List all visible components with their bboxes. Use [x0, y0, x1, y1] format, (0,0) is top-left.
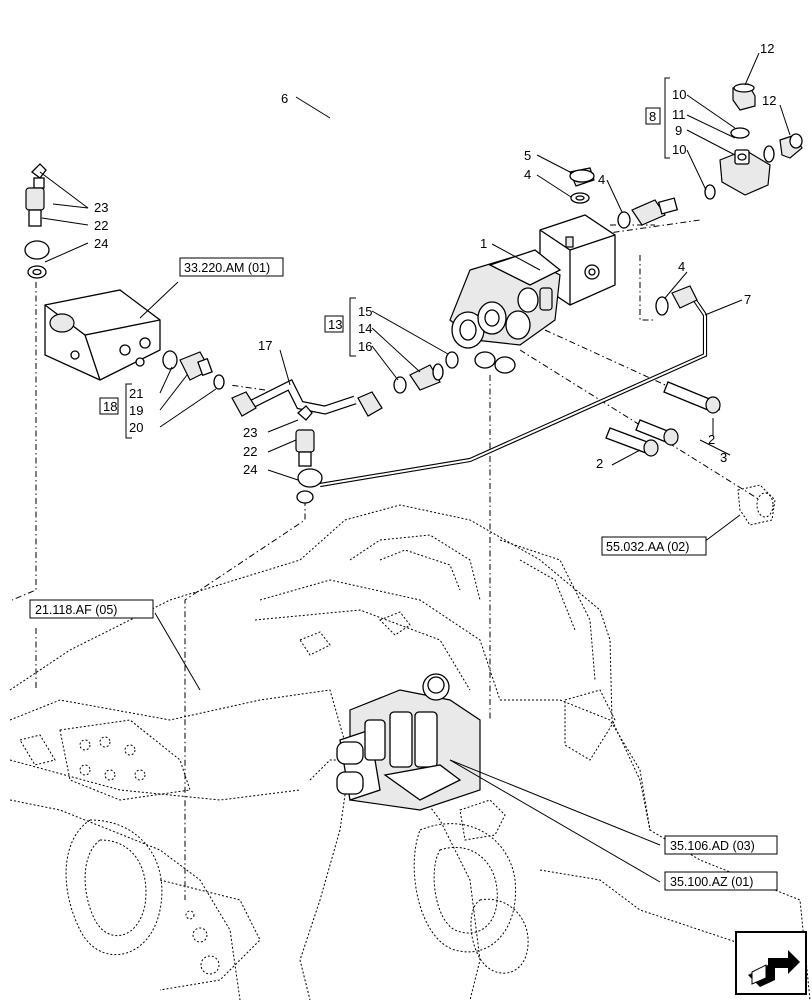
adapter-14	[409, 363, 444, 391]
callout-9: 9	[675, 123, 682, 138]
ref-55-032-aa: 55.032.AA (02)	[606, 540, 689, 554]
ref-35-106-ad: 35.106.AD (03)	[670, 839, 755, 853]
reference-labels: 33.220.AM (01) 55.032.AA (02) 21.118.AF …	[35, 261, 755, 889]
ref-box-35-100-az[interactable]	[664, 871, 778, 891]
callout-22-lower: 22	[243, 444, 257, 459]
callout-10-top: 10	[672, 87, 686, 102]
bracket-8	[645, 77, 670, 159]
washer-4-mid	[617, 211, 631, 229]
callout-18: 18	[103, 399, 117, 414]
o-ring-10-right	[763, 145, 775, 163]
adapter-22-top	[25, 187, 45, 227]
adapter-22-lower	[295, 429, 315, 467]
callout-4-right: 4	[678, 259, 685, 274]
bracket-13	[324, 297, 356, 357]
callout-2-left: 2	[596, 456, 603, 471]
next-page-arrow-icon[interactable]	[735, 931, 807, 995]
bracket-18	[99, 383, 132, 439]
o-ring-16	[393, 376, 407, 394]
callout-2-right: 2	[708, 432, 715, 447]
adapter-19	[179, 351, 213, 381]
cap-12-right	[779, 133, 803, 159]
callout-17: 17	[258, 338, 272, 353]
pipe-6	[37, 53, 691, 246]
bolt-2-right	[663, 381, 721, 414]
fitting-23-lower	[297, 405, 313, 421]
ref-box-35-106-ad[interactable]	[664, 835, 778, 855]
hose-17	[247, 378, 357, 415]
manifold-block	[44, 289, 161, 381]
adapter-right	[671, 285, 698, 309]
ref-21-118-af: 21.118.AF (05)	[35, 603, 117, 617]
callout-23-lower: 23	[243, 425, 257, 440]
hose-17-nut-right	[357, 391, 383, 417]
callout-5: 5	[524, 148, 531, 163]
callout-24-lower: 24	[243, 462, 257, 477]
callout-19: 19	[129, 403, 143, 418]
callout-10-lower: 10	[672, 142, 686, 157]
tee-9	[719, 149, 771, 196]
assembly-guide-lines	[11, 219, 761, 900]
callout-24-top: 24	[94, 236, 108, 251]
banjo-24-top	[24, 240, 50, 279]
valve-bank-on-tractor	[336, 673, 481, 811]
sensor-part	[737, 484, 776, 526]
cap-12-top	[732, 83, 756, 111]
banjo-24-lower	[296, 468, 323, 504]
o-ring-11	[730, 127, 750, 139]
callout-4-mid: 4	[598, 172, 605, 187]
callout-4-top: 4	[524, 167, 531, 182]
callout-11: 11	[672, 107, 686, 122]
washer-4-right	[655, 296, 669, 316]
callout-20: 20	[129, 420, 143, 435]
callout-21: 21	[129, 386, 143, 401]
callout-15: 15	[358, 304, 372, 319]
washer-4-top	[570, 192, 590, 204]
callout-13: 13	[328, 317, 342, 332]
callout-12-top: 12	[760, 41, 774, 56]
ref-box-55-032-aa[interactable]	[601, 536, 707, 556]
fitting-23-top	[31, 163, 47, 189]
callout-6: 6	[281, 91, 288, 106]
ref-box-33-220-am[interactable]	[179, 257, 284, 277]
callout-12-right: 12	[762, 93, 776, 108]
o-ring-21	[162, 350, 178, 370]
callout-14: 14	[358, 321, 372, 336]
pipe-7	[319, 291, 708, 488]
o-ring-15	[445, 351, 459, 369]
callout-22-top: 22	[94, 218, 108, 233]
ref-box-21-118-af[interactable]	[29, 599, 154, 619]
bolt-2-left	[605, 427, 659, 457]
callout-labels: 6 23 22 24 21 19 20 18 17 23 22 24 13 15…	[94, 41, 776, 477]
ref-33-220-am: 33.220.AM (01)	[184, 261, 270, 275]
adapter-mid	[631, 197, 679, 226]
hose-17-nut-left	[231, 391, 257, 417]
plug-5	[569, 167, 595, 187]
callout-1: 1	[480, 236, 487, 251]
callout-23-top: 23	[94, 200, 108, 215]
leader-lines	[39, 52, 791, 883]
callout-16: 16	[358, 339, 372, 354]
callout-7: 7	[744, 292, 751, 307]
ref-35-100-az: 35.100.AZ (01)	[670, 875, 753, 889]
o-ring-20	[213, 374, 225, 390]
bolt-3	[635, 419, 679, 446]
callout-3: 3	[720, 450, 727, 465]
o-ring-10-lower	[704, 184, 716, 200]
callout-8: 8	[649, 109, 656, 124]
valve-assembly-1	[449, 214, 616, 374]
